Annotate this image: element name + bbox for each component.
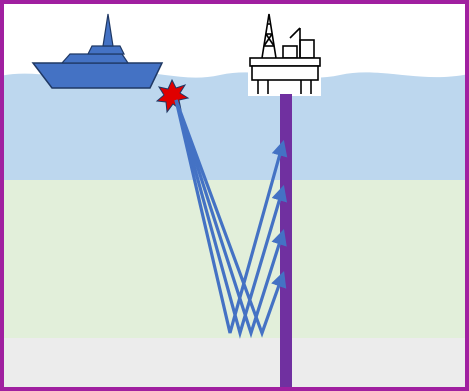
ray-paths — [174, 99, 288, 339]
ship-icon — [31, 13, 164, 89]
ray-path — [174, 99, 288, 339]
ray-path — [174, 99, 288, 334]
ray-path — [174, 99, 287, 339]
water-layer — [0, 72, 469, 180]
lower-formation-layer — [0, 338, 469, 391]
ray-path — [174, 99, 287, 338]
oil-platform-icon — [248, 13, 321, 96]
well-bore — [280, 94, 292, 391]
source-burst-icon — [155, 78, 190, 114]
